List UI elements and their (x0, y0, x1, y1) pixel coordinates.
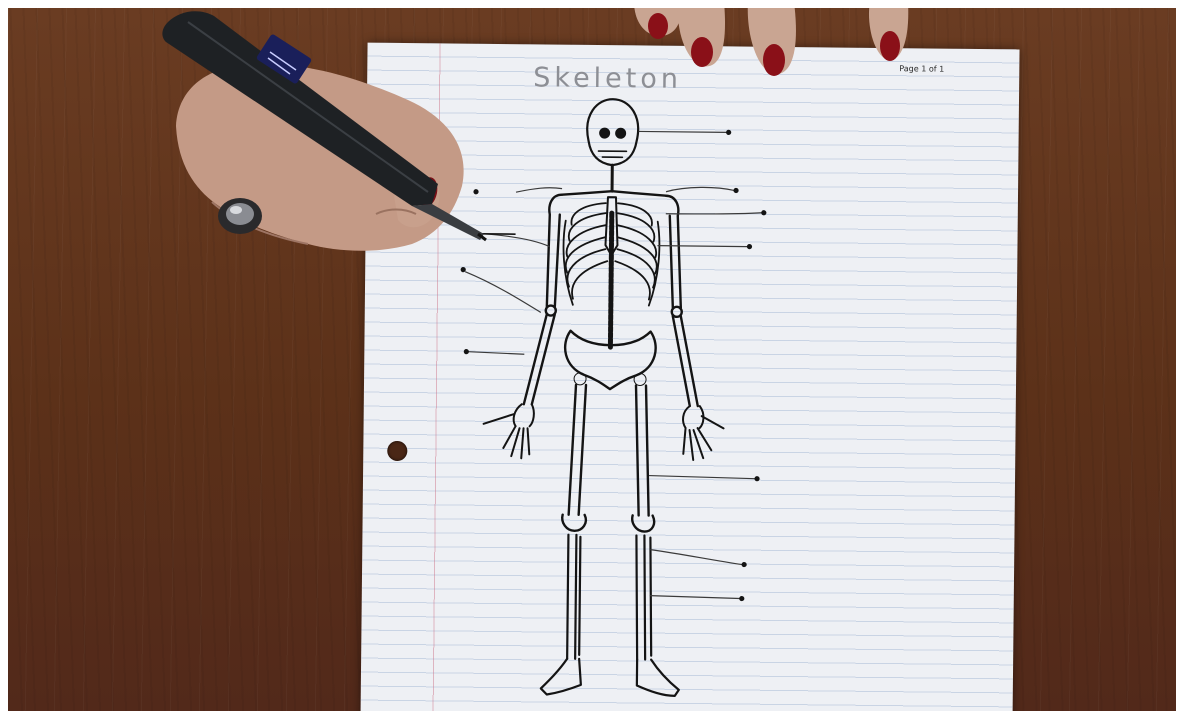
ring-icon (218, 198, 262, 234)
writing-hand (176, 64, 464, 251)
video-frame: Skeleton Page 1 of 1 (8, 8, 1176, 711)
fingertips-top (634, 8, 908, 76)
hands-overlay (8, 8, 1176, 711)
